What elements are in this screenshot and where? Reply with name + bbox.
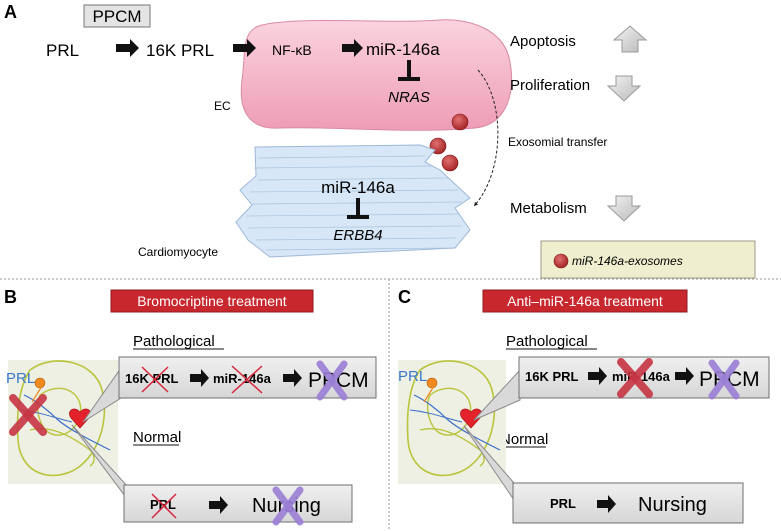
pathway-nras: NRAS bbox=[388, 89, 430, 106]
prl-cross-icon bbox=[9, 394, 47, 436]
panel-b-path-mir: miR-146a bbox=[213, 371, 272, 386]
panel-b-path-ppcm: PPCM bbox=[308, 369, 369, 392]
fetus-illustration bbox=[398, 360, 506, 484]
ec-label: EC bbox=[214, 99, 231, 113]
panel-b-title: Bromocriptine treatment bbox=[137, 293, 287, 309]
panel-c-normal-nursing: Nursing bbox=[638, 494, 707, 516]
arrow-16k-to-nfkb bbox=[233, 39, 256, 57]
prl-source-dot bbox=[34, 377, 46, 389]
panel-c-path-16k-prl: 16K PRL bbox=[525, 369, 579, 384]
panel-b-pathological-label: Pathological bbox=[133, 333, 215, 350]
exosome-3 bbox=[441, 154, 459, 172]
effect-proliferation-label: Proliferation bbox=[510, 77, 590, 94]
cardiomyocyte-label: Cardiomyocyte bbox=[138, 245, 218, 259]
cardio-erbb4: ERBB4 bbox=[333, 227, 382, 244]
prl-source-dot bbox=[426, 377, 438, 389]
panel-a-letter: A bbox=[4, 2, 17, 22]
prl-source-line bbox=[423, 385, 435, 403]
panel-c-letter: C bbox=[398, 287, 411, 307]
panel-b-normal-label: Normal bbox=[133, 429, 181, 446]
panel-c-normal-prl: PRL bbox=[550, 496, 576, 511]
arrow-prl-to-16k bbox=[116, 39, 139, 57]
pathway-prl: PRL bbox=[46, 41, 79, 60]
arrow-right-icon bbox=[588, 367, 607, 385]
panel-c-path-ppcm: PPCM bbox=[699, 368, 760, 391]
panel-c-pathological-label: Pathological bbox=[506, 333, 588, 350]
inhibit-bar-nras bbox=[398, 77, 420, 81]
effect-metabolism-label: Metabolism bbox=[510, 200, 587, 217]
panel-c-title: Anti–miR-146a treatment bbox=[507, 293, 663, 309]
arrow-right-icon bbox=[675, 367, 694, 385]
prl-source-line bbox=[31, 385, 43, 403]
arrow-right-icon bbox=[597, 495, 616, 513]
mir-cross-icon bbox=[617, 358, 653, 398]
inhibit-stem-nras bbox=[407, 60, 411, 78]
arrow-right-icon bbox=[190, 369, 209, 387]
inhibit-stem-erbb4 bbox=[356, 198, 360, 216]
exosome-legend-icon bbox=[553, 253, 569, 269]
arrow-down-icon bbox=[606, 75, 642, 102]
thin-cross-icon bbox=[151, 493, 177, 519]
inhibit-bar-erbb4 bbox=[347, 215, 369, 219]
panel-c-normal-box bbox=[512, 482, 744, 524]
pathway-mir-146a: miR-146a bbox=[366, 40, 440, 59]
panel-b-letter: B bbox=[4, 287, 17, 307]
thin-cross-icon bbox=[231, 365, 263, 394]
legend-label: miR-146a-exosomes bbox=[572, 254, 683, 268]
nursing-cross-icon bbox=[272, 486, 304, 526]
effect-apoptosis-label: Apoptosis bbox=[510, 33, 576, 50]
ppcm-cross-icon bbox=[316, 360, 348, 401]
legend-box bbox=[540, 240, 756, 279]
panel-c-normal-label: Normal bbox=[500, 431, 548, 448]
panel-b-title-box bbox=[110, 289, 314, 313]
panel-c-prl-label: PRL bbox=[398, 368, 427, 385]
arrow-right-icon bbox=[209, 496, 228, 514]
endothelial-cell bbox=[240, 19, 513, 131]
arrow-down-icon bbox=[606, 195, 642, 222]
arrow-right-icon bbox=[283, 369, 302, 387]
exosomal-transfer-label: Exosomial transfer bbox=[508, 135, 607, 149]
arrow-up-icon bbox=[612, 25, 648, 53]
panel-c-title-box bbox=[482, 289, 688, 313]
ppcm-box bbox=[83, 4, 151, 28]
thin-cross-icon bbox=[141, 366, 169, 393]
panel-b-prl-label: PRL bbox=[6, 370, 35, 387]
ppcm-cross-icon bbox=[708, 359, 740, 400]
panel-b-path-16k-prl: 16K PRL bbox=[125, 371, 179, 386]
exosomal-transfer-curve bbox=[473, 69, 499, 207]
pathway-16k-prl: 16K PRL bbox=[146, 41, 214, 60]
cardio-mir-146a: miR-146a bbox=[321, 178, 395, 197]
arrow-nfkb-to-mir bbox=[342, 39, 363, 57]
pathway-nfkb: NF-κB bbox=[272, 42, 312, 58]
ppcm-box-label: PPCM bbox=[92, 7, 141, 26]
exosome-1 bbox=[451, 113, 469, 131]
